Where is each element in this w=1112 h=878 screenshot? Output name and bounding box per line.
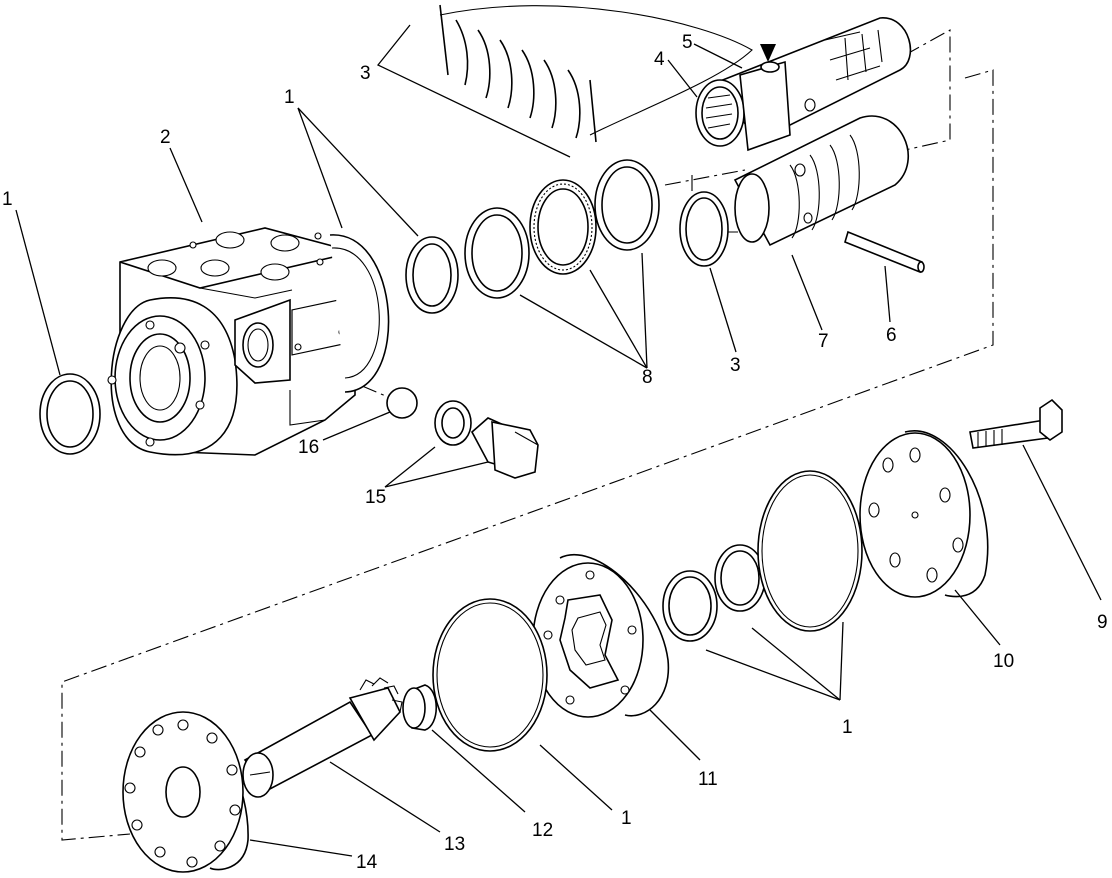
callout-housing: 2 — [160, 127, 171, 148]
callout-end-cap: 10 — [993, 651, 1014, 672]
sleeve — [733, 115, 909, 247]
seal-group-fan — [439, 4, 753, 143]
callout-gerotor: 11 — [698, 769, 718, 790]
callout-labels: 1 2 1 3 5 4 8 3 7 6 16 15 9 10 1 11 1 12… — [2, 32, 1108, 873]
callout-spacer: 12 — [532, 820, 553, 841]
callout-seal-small: 3 — [730, 355, 741, 376]
drive-shaft — [242, 677, 403, 798]
callout-plug-group: 15 — [365, 487, 386, 508]
cap-screw — [969, 398, 1063, 449]
callout-thrust-group: 8 — [642, 367, 653, 388]
callout-spring-pin: 5 — [682, 32, 693, 53]
plate — [122, 711, 249, 873]
end-cap — [859, 430, 989, 598]
callout-check-ball: 16 — [298, 437, 319, 458]
drive-pin — [844, 230, 925, 274]
lower-o-ring — [432, 598, 548, 752]
plug-and-washer — [434, 400, 539, 479]
thrust-ring-stack — [405, 159, 729, 314]
valve-housing — [107, 227, 356, 456]
spool-assembly — [695, 17, 912, 152]
callout-ring-left: 1 — [2, 189, 13, 210]
seal-ring-left — [39, 373, 101, 455]
callout-plate: 14 — [356, 852, 378, 873]
gerotor — [532, 554, 670, 718]
housing-seal — [329, 234, 390, 393]
lower-ring-set — [662, 470, 863, 642]
spacer — [402, 684, 437, 731]
phantom-lines — [61, 29, 994, 841]
callout-o-ring-lower: 1 — [621, 808, 632, 829]
callout-bearing-race: 4 — [654, 49, 665, 70]
check-ball — [386, 387, 418, 419]
leader-lines — [15, 24, 1102, 857]
callout-drive-pin: 6 — [886, 325, 897, 346]
callout-cap-screw: 9 — [1097, 612, 1108, 633]
callout-seal-group: 3 — [360, 63, 371, 84]
callout-seal-set-lower: 1 — [842, 717, 853, 738]
callout-housing-seal: 1 — [284, 87, 295, 108]
callout-sleeve: 7 — [818, 331, 829, 352]
callout-drive-shaft: 13 — [444, 834, 465, 855]
